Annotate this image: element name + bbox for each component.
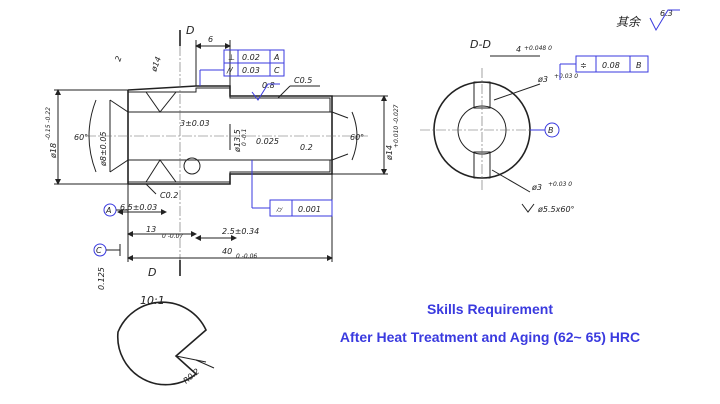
dim-len-6-5: 6.5±0.03 [120,203,157,212]
dim-hole-3-bottom: ø3 [531,183,542,192]
frame-perpendicularity: ⊥ 0.02 A [223,49,285,64]
dim-dia-18-tol: -0.15 -0.22 [45,107,52,140]
dim-len-3: 3±0.03 [180,119,210,128]
dim-chamfer-c05: C0.5 [294,76,312,85]
dim-dia-13-5-tol: 0 -0.1 [241,129,248,146]
outer-contour [127,85,333,185]
dim-val-0125: 0.125 [97,267,106,290]
svg-text:0.08: 0.08 [602,61,620,70]
other-surfaces-label: 其余 [616,15,642,29]
frame-symmetry: ≑ 0.08 B [559,55,649,80]
dim-len-6: 6 [208,35,213,44]
dim-dia-8: ø8±0.05 [99,132,108,168]
dim-len-2-5: 2.5±0.34 [222,227,259,236]
caption-skills-requirement: Skills Requirement [426,301,554,317]
frame-cylindricity: ⌭ 0.001 [251,160,333,217]
svg-text:C: C [274,66,280,75]
right-cone [331,111,349,161]
detail-view: 10:1 R0.2 [116,294,215,386]
dim-slot-4: 4 [516,45,521,54]
datum-b-label: B [548,126,554,135]
main-section-view: D D [86,24,370,279]
dim-val-0025: 0.025 [256,137,279,146]
section-dd-dimensions: 4 +0.048 0 ø3 +0.03 0 ø3 +0.03 0 ø5.5x60… [490,45,578,214]
dim-chamfer-c02: C0.2 [160,191,178,200]
section-dd-view: D-D B [420,38,560,192]
svg-text:⊥: ⊥ [228,53,235,62]
dim-len-2: 2 [113,55,123,63]
caption-heat-treatment: After Heat Treatment and Aging (62~ 65) … [339,329,641,345]
dim-hole-3-top-tol: +0.03 0 [554,73,578,80]
svg-text:A: A [273,53,279,62]
datum-a-label: A [105,206,111,215]
dim-val-02: 0.2 [300,143,313,152]
svg-text:0.001: 0.001 [298,205,321,214]
dim-angle-60-left: 60° [74,133,88,142]
dim-hole-3-bottom-tol: +0.03 0 [548,181,572,188]
dim-len-40-tol: 0 -0.06 [236,253,257,260]
dim-slot-4-tol: +0.048 0 [524,45,552,52]
dim-len-40: 40 [222,247,232,256]
dim-angle-60-right: 60° [350,133,364,142]
svg-text:≑: ≑ [580,61,587,70]
datum-c-label: C [96,246,102,255]
dim-dia-13-5: ø13.5 [233,129,242,153]
dim-len-13-tol: 0 -0.07 [162,233,183,240]
dim-ra-08: 0.8 [262,81,275,90]
dim-countersink: ø5.5x60° [537,205,575,214]
svg-text:B: B [636,61,642,70]
section-marker-top: D [186,24,194,37]
dim-len-13: 13 [146,225,156,234]
cross-hole [183,157,201,175]
section-marker-bottom: D [148,266,156,279]
svg-text:⌭: ⌭ [276,205,283,214]
svg-text:0.03: 0.03 [242,66,260,75]
roughness-note: 其余 6.3 [616,9,680,32]
svg-text://: // [226,66,234,75]
dim-dia-14-right-tol: +0.010 -0.027 [393,104,400,148]
dim-dia-14: ø14 [149,55,163,73]
dim-dia-14-right: ø14 [385,145,394,161]
dim-dia-18: ø18 [49,143,58,159]
upper-groove [145,91,178,113]
dim-hole-3-top: ø3 [537,75,548,84]
scale-label: 10:1 [140,294,165,307]
frame-parallelism: // 0.03 C [199,62,285,86]
svg-text:0.02: 0.02 [242,53,260,62]
lower-groove [145,159,177,183]
section-dd-title: D-D [470,38,491,51]
main-dimensions: 6 2 ø14 ø18 -0.15 -0.22 60° ø8±0.05 3±0.… [45,35,400,290]
dim-radius: R0.2 [182,367,202,386]
